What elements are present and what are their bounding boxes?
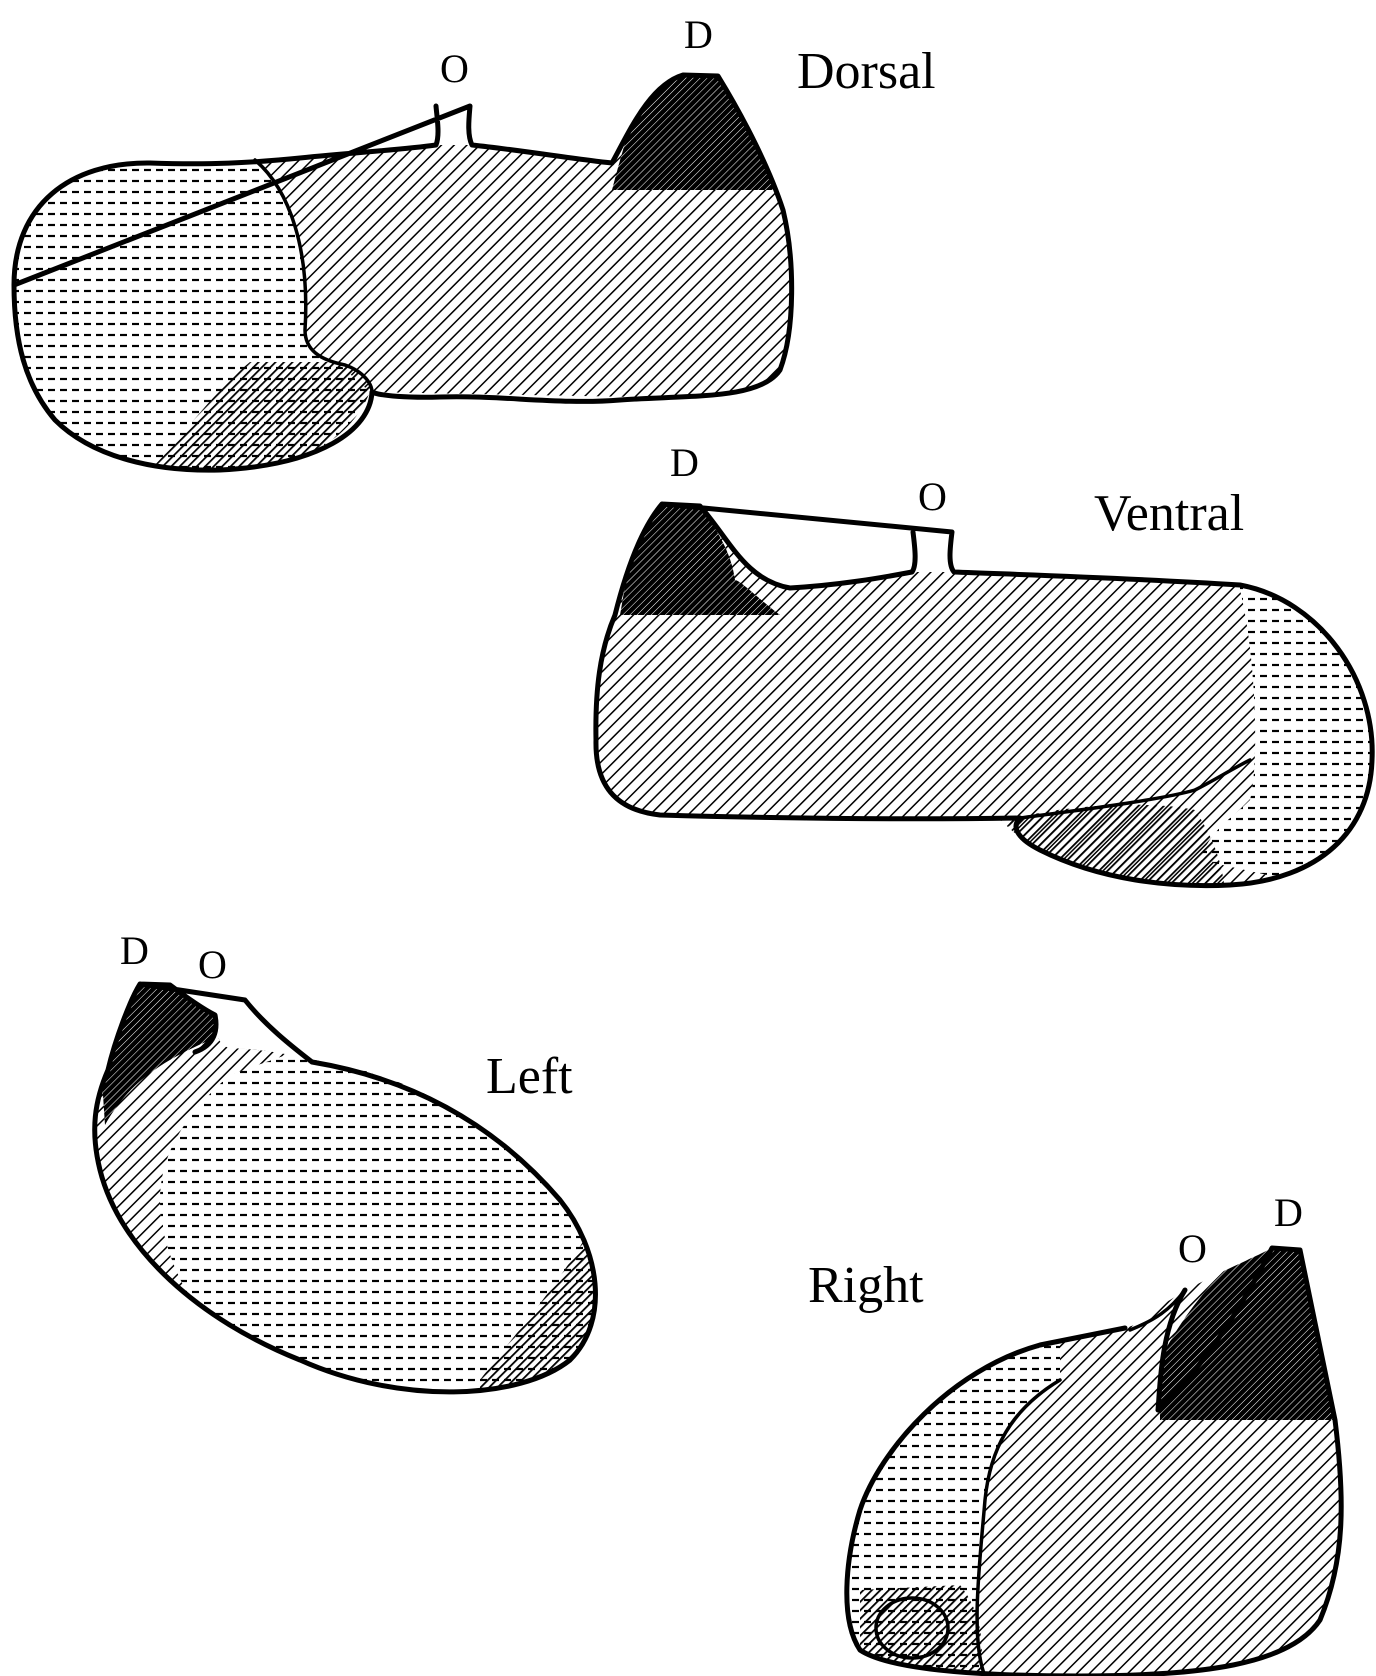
left-o-label: O bbox=[198, 942, 227, 987]
ventral-o-label: O bbox=[918, 474, 947, 519]
left-label: Left bbox=[486, 1048, 573, 1105]
ventral-d-label: D bbox=[670, 440, 699, 485]
ventral-label: Ventral bbox=[1094, 485, 1244, 542]
right-o-label: O bbox=[1178, 1226, 1207, 1271]
left-d-label: D bbox=[120, 928, 149, 973]
right-view: Right D O bbox=[808, 1190, 1360, 1676]
dorsal-d-label: D bbox=[684, 12, 713, 57]
right-label: Right bbox=[808, 1257, 924, 1314]
dorsal-o-label: O bbox=[440, 46, 469, 91]
dorsal-view: Dorsal D O bbox=[0, 12, 936, 480]
left-view: Left D O bbox=[80, 928, 640, 1420]
ventral-view: Ventral D O bbox=[580, 440, 1376, 900]
right-d-label: D bbox=[1274, 1190, 1303, 1235]
dorsal-label: Dorsal bbox=[797, 43, 936, 100]
